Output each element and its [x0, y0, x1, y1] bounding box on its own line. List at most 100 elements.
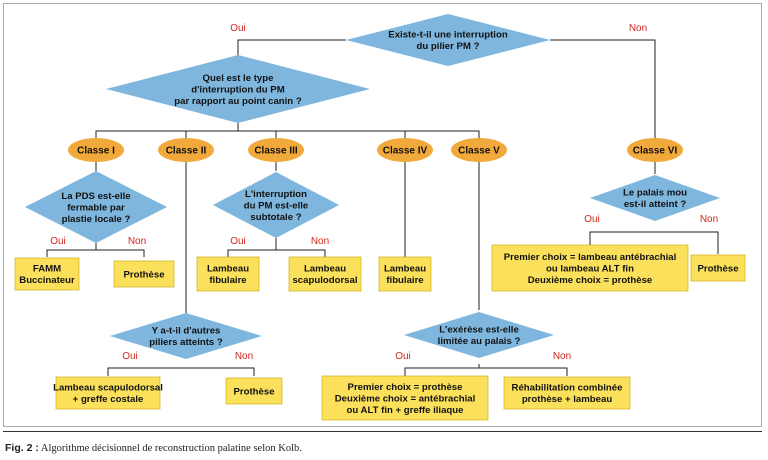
outcome-box [55, 376, 161, 410]
decision-diamond [25, 171, 167, 243]
outcome-box [378, 256, 432, 292]
no-label: Non [311, 236, 329, 247]
yes-label: Oui [230, 236, 246, 247]
connector-line [655, 231, 719, 254]
connector-line [46, 243, 97, 257]
no-label: Non [629, 23, 647, 34]
caption-label: Fig. 2 : [5, 442, 39, 454]
connector-line [589, 231, 655, 245]
outcome-box [491, 244, 689, 292]
connector-line [238, 130, 406, 138]
outcome-box [690, 254, 746, 282]
outcome-box [196, 256, 260, 292]
figure-caption: Fig. 2 : Algorithme décisionnel de recon… [5, 442, 302, 454]
yes-label: Oui [122, 351, 138, 362]
yes-label: Oui [395, 351, 411, 362]
outcome-box [113, 260, 175, 288]
outcome-b-prot3: Prothèse [690, 254, 746, 282]
figure-frame [3, 3, 762, 427]
yes-label: Oui [50, 236, 66, 247]
class-label: Classe III [254, 145, 298, 156]
decision-diamond [346, 14, 550, 66]
no-label: Non [553, 351, 571, 362]
outcome-text: Lambeau scapulodorsal+ greffe costale [53, 383, 163, 406]
outcome-box [321, 375, 489, 421]
class-oval [627, 138, 683, 162]
decision-diamond [590, 175, 720, 221]
outcome-box [288, 256, 362, 292]
connector-line [404, 364, 480, 376]
class-oval [158, 138, 214, 162]
outcome-b-prot1: Prothèse [113, 260, 175, 288]
decision-diamond [106, 55, 370, 123]
class-oval [248, 138, 304, 162]
class-c6: Classe VI [627, 138, 683, 162]
connector-line [96, 249, 145, 257]
connector-lines [46, 39, 719, 376]
connector-line [405, 130, 480, 138]
class-label: Classe I [77, 145, 115, 156]
class-c5: Classe V [451, 138, 507, 162]
caption-text: Algorithme décisionnel de reconstruction… [40, 443, 302, 454]
class-oval [68, 138, 124, 162]
decision-diamond [404, 312, 554, 358]
no-label: Non [128, 236, 146, 247]
outcome-box [225, 377, 283, 405]
no-label: Non [235, 351, 253, 362]
outcome-b-scap2: Lambeau scapulodorsal+ greffe costale [53, 376, 163, 410]
class-c4: Classe IV [377, 138, 433, 162]
decision-diamond [110, 313, 262, 359]
class-label: Classe V [458, 145, 500, 156]
class-label: Classe VI [633, 145, 678, 156]
outcome-text: Prothèse [233, 386, 274, 397]
outcome-box [14, 257, 80, 291]
class-c3: Classe III [248, 138, 304, 162]
outcome-b-prot2: Prothèse [225, 377, 283, 405]
connector-line [479, 367, 568, 376]
class-oval [377, 138, 433, 162]
connector-line [95, 123, 239, 138]
connector-line [107, 367, 186, 376]
outcome-text: Prothèse [123, 269, 164, 280]
connector-line [276, 249, 326, 257]
decision-diamond [213, 172, 339, 238]
connector-line [227, 238, 277, 257]
connector-line [237, 39, 346, 56]
class-label: Classe IV [383, 145, 428, 156]
outcome-box [503, 376, 631, 410]
outcome-text: Prothèse [697, 263, 738, 274]
connector-line [186, 367, 255, 376]
yes-label: Oui [584, 214, 600, 225]
yes-label: Oui [230, 23, 246, 34]
class-c1: Classe I [68, 138, 124, 162]
no-label: Non [700, 214, 718, 225]
